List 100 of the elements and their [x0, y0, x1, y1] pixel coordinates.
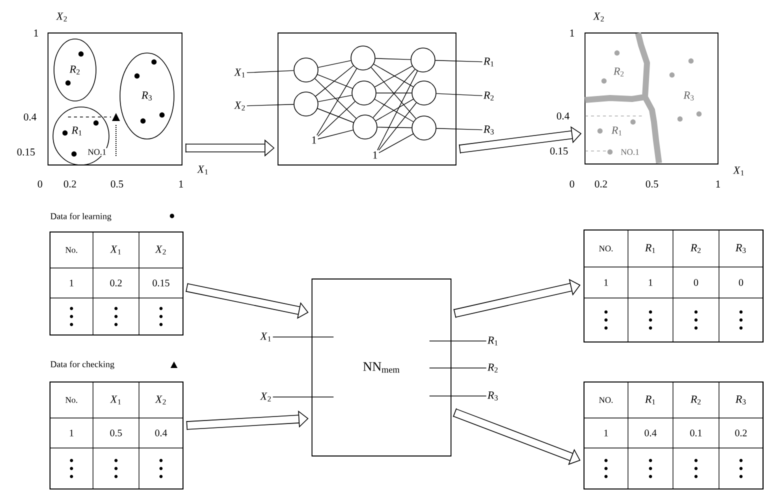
table-cell: 0.15: [152, 280, 170, 286]
table-cell: 1: [70, 280, 74, 286]
tick-label: 0.15: [550, 147, 568, 155]
connection-line: [436, 93, 483, 96]
tick-label: 1: [34, 30, 38, 36]
table-cell: X$_{1}$: [110, 246, 121, 254]
table-caption: Data for learning: [50, 212, 112, 222]
connection-line: [246, 70, 294, 74]
table-cell: 0: [694, 279, 698, 286]
connection-line: [317, 108, 354, 123]
data-table: [584, 382, 764, 490]
output-label: R$_{2}$: [483, 92, 494, 100]
connection-line: [316, 68, 357, 136]
neuron-circle: [350, 46, 376, 70]
table-cell: X$_{1}$: [110, 396, 121, 404]
connection-line: [314, 78, 356, 119]
neuron-circle: [352, 80, 376, 106]
connection-line: [318, 130, 354, 140]
region-label: R$_{3}$: [683, 92, 694, 100]
table-cell: NO.: [599, 246, 613, 252]
table-cell: 1: [604, 279, 608, 286]
table-cell: 0: [738, 279, 744, 286]
neuron-circle: [412, 116, 436, 140]
table-cell: 0.4: [155, 430, 168, 436]
table-cell: X$_{2}$: [154, 396, 166, 404]
block-arrow: [453, 278, 580, 318]
tick-label: 0.4: [24, 113, 36, 121]
table-cell: 1: [70, 430, 74, 436]
table-cell: X$_{2}$: [154, 246, 166, 254]
table-cell: 0.2: [110, 280, 122, 286]
tick-label: 0: [570, 180, 574, 188]
input-label: X$_{2}$: [260, 392, 271, 402]
table-cell: R$_{2}$: [690, 244, 701, 253]
bias-label: 1: [373, 151, 378, 159]
connection-line: [378, 102, 417, 151]
table-cell: 0.2: [735, 430, 747, 436]
tick-label: 0.2: [64, 180, 76, 188]
table-cell: No.: [66, 397, 78, 403]
table-cell: R$_{2}$: [690, 396, 701, 404]
tick-label: 1: [716, 180, 720, 188]
tick-label: 1: [570, 30, 574, 36]
axis-label: X$_{1}$: [196, 166, 208, 174]
model-box: NN$_{mem}$: [312, 278, 452, 456]
table-cell: 1: [648, 279, 652, 286]
output-label: R$_{3}$: [487, 392, 498, 400]
table-caption: Data for checking: [50, 360, 114, 370]
axis-label: X$_{2}$: [592, 12, 604, 22]
neuron-circle: [352, 114, 378, 140]
signal-line: [272, 336, 334, 338]
neuron-circle: [412, 80, 436, 106]
connection-line: [378, 134, 414, 154]
plot-frame: [48, 32, 182, 166]
connection-line: [436, 128, 483, 130]
table-cell: R$_{1}$: [644, 244, 656, 253]
neuron-circle: [294, 92, 318, 116]
signal-line: [272, 396, 334, 398]
bias-label: 1: [312, 136, 316, 144]
tick-label: 0.2: [594, 180, 607, 188]
connection-line: [318, 101, 356, 137]
region-label: NO.1: [620, 149, 639, 155]
region-label: NO.1: [86, 148, 108, 156]
table-cell: R$_{3}$: [735, 244, 746, 253]
output-label: R$_{2}$: [487, 364, 498, 372]
region-label: R$_{1}$: [70, 126, 84, 136]
tick-label: 1: [179, 180, 183, 188]
connection-line: [377, 70, 418, 151]
region-label: R$_{2}$: [613, 68, 624, 76]
region-label: R$_{1}$: [611, 126, 622, 136]
connection-line: [246, 104, 294, 106]
table-cell: 0.1: [690, 430, 702, 436]
input-label: X$_{1}$: [234, 68, 245, 78]
connection-line: [318, 94, 352, 102]
connection-line: [318, 60, 352, 68]
table-cell: No.: [66, 247, 78, 253]
plot-frame: [584, 32, 718, 164]
connection-line: [376, 92, 412, 94]
table-cell: 0.5: [110, 430, 122, 436]
network-frame: [278, 32, 456, 166]
connection-line: [377, 126, 412, 128]
tick-label: 0: [38, 180, 42, 188]
input-label: X$_{2}$: [234, 102, 245, 110]
connection-line: [435, 60, 483, 62]
neuron-circle: [294, 58, 318, 82]
output-label: R$_{1}$: [487, 336, 498, 346]
table-cell: NO.: [599, 397, 613, 403]
connection-line: [315, 65, 354, 97]
connection-line: [375, 58, 411, 60]
data-table: [584, 230, 764, 342]
connection-line: [317, 74, 353, 89]
axis-label: X$_{2}$: [56, 12, 67, 22]
tick-label: 0.5: [110, 180, 124, 188]
table-cell: R$_{1}$: [644, 396, 656, 404]
axis-label: X$_{1}$: [732, 166, 744, 176]
signal-line: [429, 340, 487, 342]
table-cell: R$_{3}$: [735, 396, 746, 404]
output-label: R$_{1}$: [483, 58, 494, 66]
output-label: R$_{3}$: [483, 126, 494, 134]
block-arrow: [452, 408, 580, 465]
tick-label: 0.4: [556, 112, 570, 120]
tick-label: 0.5: [646, 180, 658, 188]
